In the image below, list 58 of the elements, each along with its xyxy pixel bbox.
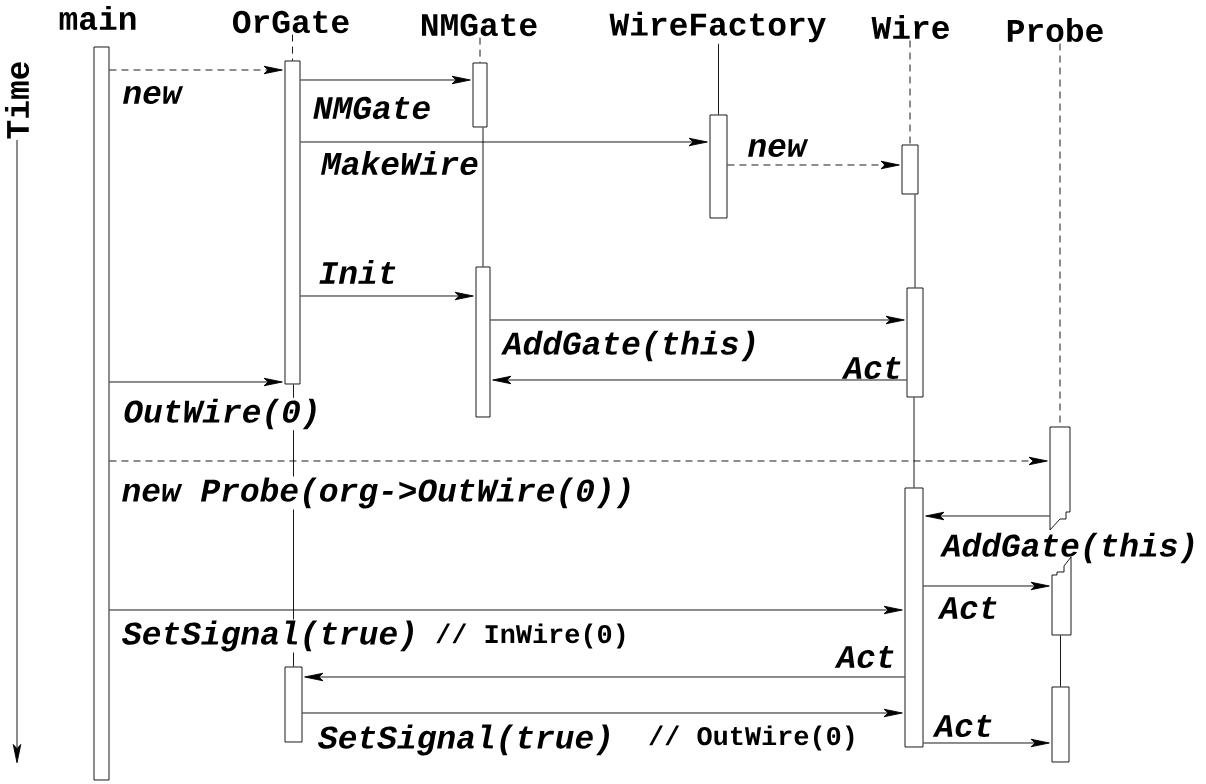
lifeline (913, 397, 915, 488)
message-label: SetSignal(true) (121, 619, 419, 653)
message-label: new Probe(org->OutWire(0)) (120, 476, 636, 510)
message-label: Init (319, 260, 396, 284)
message-arrow (923, 581, 1050, 591)
message-label: SetSignal(true) (318, 724, 609, 756)
message-arrow (300, 75, 471, 85)
lifeline (479, 37, 481, 63)
activation-bar (906, 287, 924, 398)
message-arrow (492, 375, 907, 385)
lifeline-title: WireFactory (609, 11, 826, 43)
lifeline (909, 40, 911, 145)
message-arrow (304, 672, 905, 682)
lifeline-title: OrGate (233, 10, 349, 34)
lifeline (292, 34, 293, 61)
message-label: Act (834, 645, 894, 669)
message-label: Act (937, 596, 997, 620)
lifeline (1060, 635, 1061, 687)
message-arrow (925, 511, 1050, 521)
message-arrow (109, 65, 283, 75)
message-label: NMGate (313, 96, 430, 120)
message-label: MakeWire (320, 149, 480, 177)
message-arrow (727, 160, 900, 170)
activation-bar (284, 666, 303, 743)
lifeline-title: NMGate (422, 13, 537, 37)
message-arrow (923, 738, 1050, 748)
lifeline-title: main (59, 5, 136, 31)
message-label: AddGate(this) (501, 330, 755, 362)
lifeline (718, 43, 719, 115)
axis-label: Time (4, 62, 30, 139)
message-arrow (109, 377, 283, 387)
activation-bar (284, 60, 301, 385)
lifeline (482, 127, 484, 267)
lifeline (914, 194, 916, 288)
activation-bar (475, 266, 491, 418)
message-arrow (300, 137, 708, 147)
message-label: new (748, 139, 809, 157)
message-arrow (300, 291, 474, 301)
activation-bar (901, 144, 919, 195)
activation-bar (709, 114, 728, 219)
activation-bar (904, 487, 924, 748)
lifeline-title: Probe (1007, 17, 1103, 43)
activation-bar (472, 62, 488, 128)
lifeline-title: Wire (871, 14, 949, 40)
message-arrow (490, 315, 905, 325)
message-label: AddGate(this) (940, 532, 1194, 564)
message-label: OutWire(0) (122, 397, 322, 431)
message-label: Act (932, 714, 992, 738)
message-arrow (109, 605, 903, 615)
message-label: Act (841, 356, 901, 380)
activation-bar (1051, 686, 1070, 763)
activation-bar (93, 46, 110, 781)
code-comment: // InWire(0) (434, 622, 630, 650)
activation-bar (1049, 426, 1071, 531)
message-arrow (302, 708, 903, 718)
code-comment: // OutWire(0) (647, 724, 859, 752)
message-arrow (109, 456, 1048, 466)
message-label: new (123, 86, 184, 104)
